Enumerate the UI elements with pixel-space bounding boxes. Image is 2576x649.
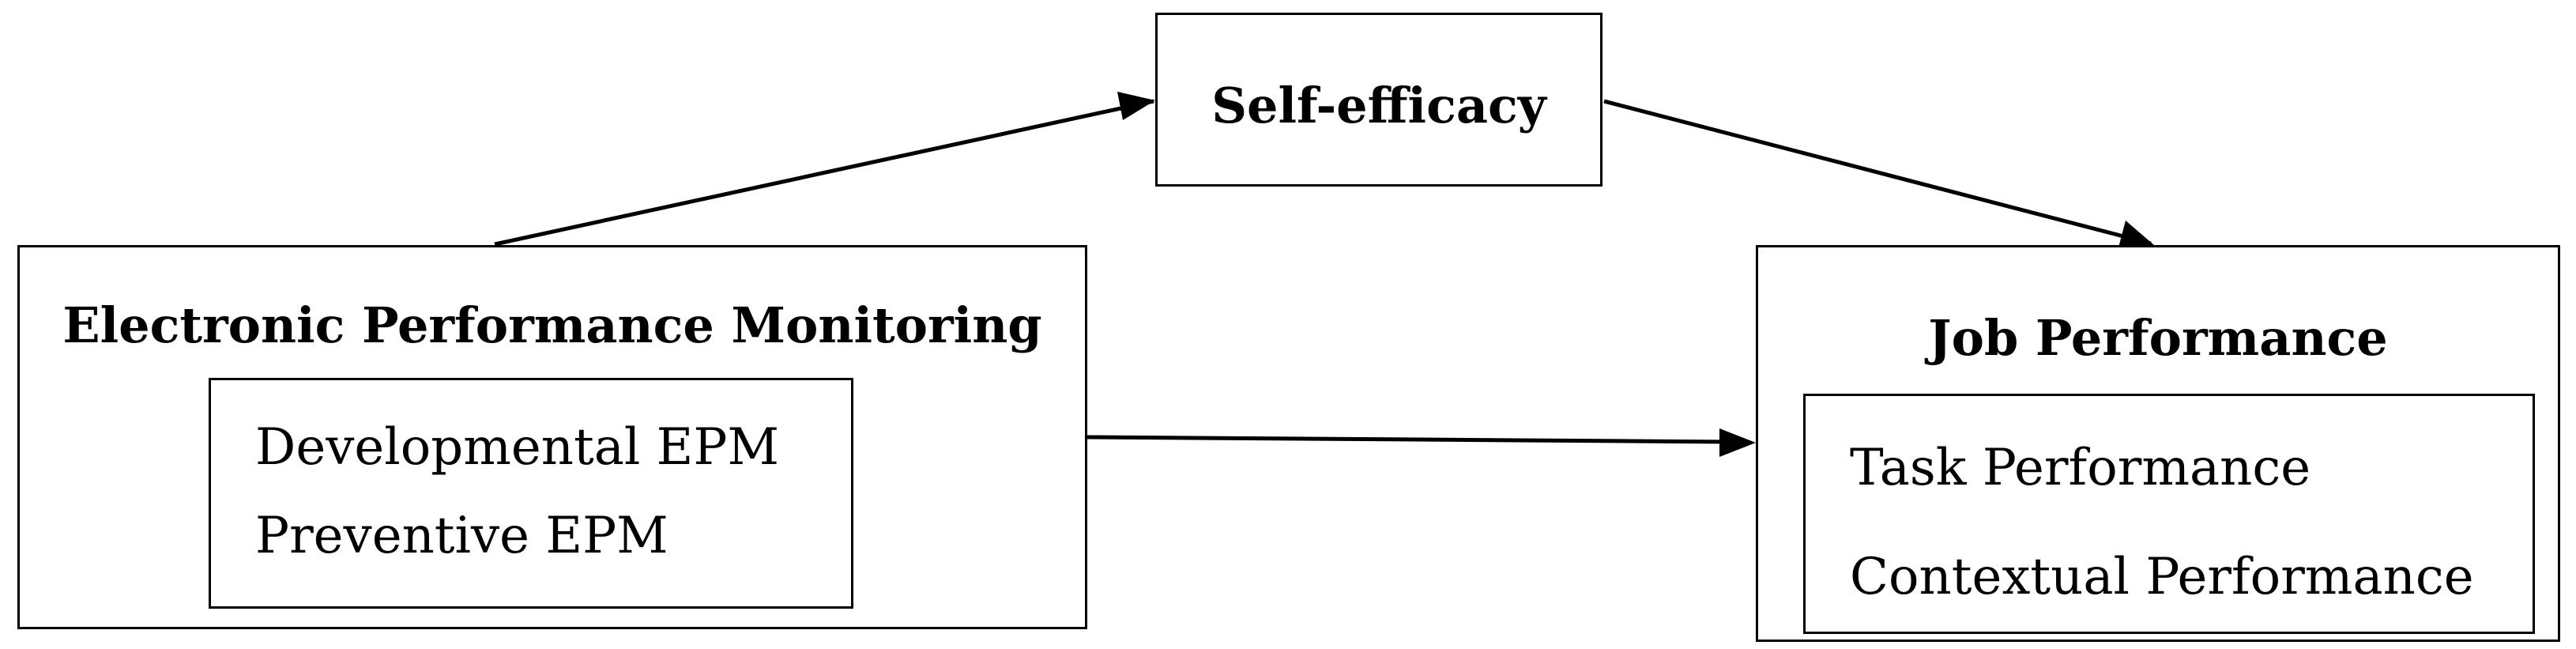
developmental-epm-label: Developmental EPM bbox=[255, 418, 779, 477]
arrowhead-job-performance-top bbox=[2118, 221, 2154, 247]
arrowhead-self-efficacy bbox=[1117, 92, 1155, 120]
arrow-epm-to-self-efficacy bbox=[494, 99, 1154, 247]
contextual-performance-label: Contextual Performance bbox=[1850, 548, 2474, 606]
arrow-self-efficacy-to-job-performance bbox=[1603, 99, 2152, 246]
arrow-epm-to-job-performance bbox=[1087, 435, 1739, 444]
epm-subtypes-box: Developmental EPM Preventive EPM bbox=[209, 378, 853, 609]
preventive-epm-label: Preventive EPM bbox=[255, 507, 668, 565]
job-performance-label: Job Performance bbox=[1928, 309, 2388, 367]
self-efficacy-label: Self-efficacy bbox=[1211, 77, 1546, 134]
epm-label: Electronic Performance Monitoring bbox=[62, 296, 1042, 354]
task-performance-label: Task Performance bbox=[1850, 439, 2311, 497]
self-efficacy-box: Self-efficacy bbox=[1155, 13, 1602, 187]
job-performance-dimensions-box: Task Performance Contextual Performance bbox=[1803, 394, 2535, 634]
arrowhead-job-performance-left bbox=[1719, 428, 1756, 457]
